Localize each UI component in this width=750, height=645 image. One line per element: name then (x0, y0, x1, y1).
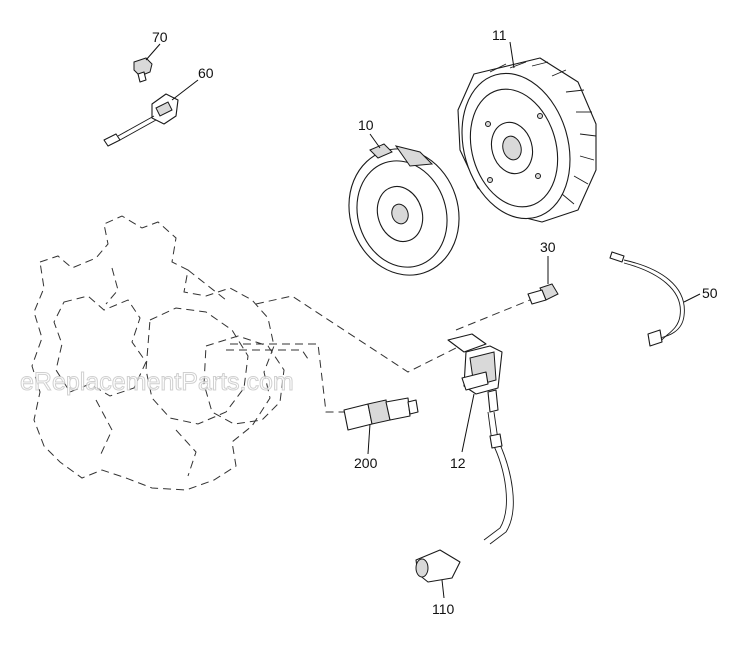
callout-12: 12 (450, 455, 466, 471)
callout-60: 60 (198, 65, 214, 81)
callout-110: 110 (432, 601, 455, 617)
callout-10: 10 (358, 117, 374, 133)
plug-lead-part-110 (415, 411, 514, 583)
bolt-part-30 (527, 283, 559, 305)
callout-30: 30 (540, 239, 556, 255)
sensor-bracket-part-60 (103, 93, 179, 147)
sensor-wire-part-50 (609, 251, 685, 347)
rotor-part-10 (348, 143, 460, 276)
callout-70: 70 (152, 29, 168, 45)
callout-11: 11 (492, 27, 507, 43)
ignition-coil-part-12 (447, 333, 503, 413)
bolt-part-70 (133, 57, 153, 83)
engine-block-outline (31, 215, 311, 491)
watermark-text: eReplacementParts.com (20, 368, 294, 396)
reference-lines (230, 295, 531, 413)
callout-200: 200 (354, 455, 378, 471)
leader-lines (145, 41, 701, 599)
flywheel-part-11 (457, 57, 597, 223)
callout-50: 50 (702, 285, 718, 301)
spark-plug-part-200 (343, 397, 419, 431)
